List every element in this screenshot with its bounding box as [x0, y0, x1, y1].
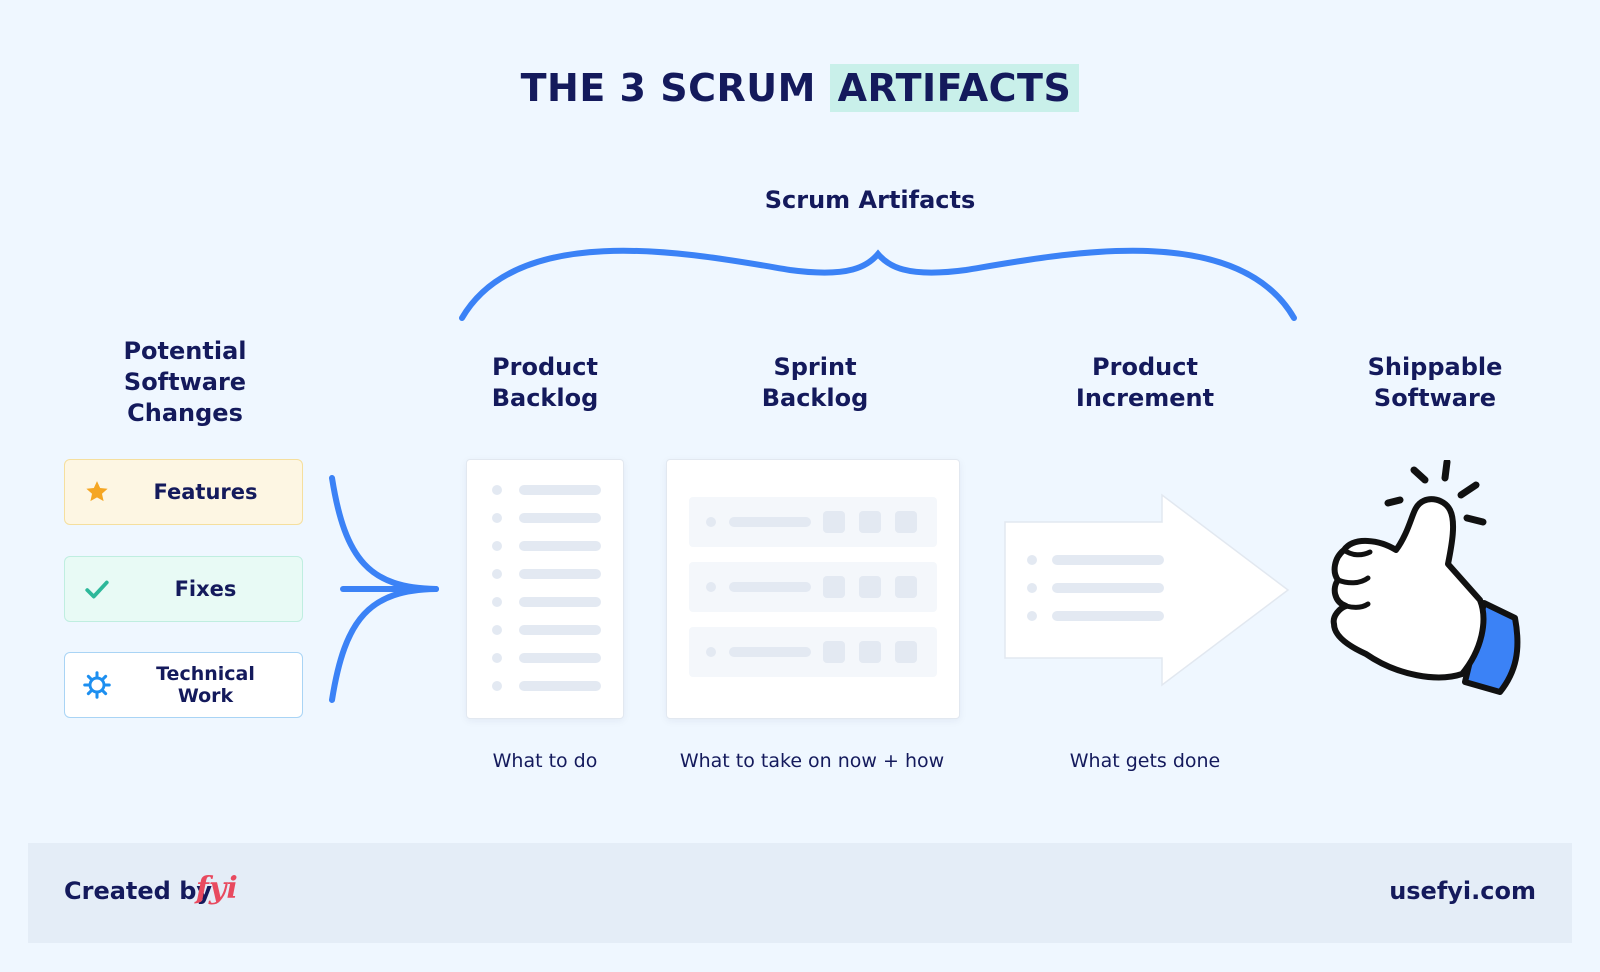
chip-fixes: Fixes [64, 556, 303, 622]
increment-arrow-illustration [1004, 493, 1290, 687]
created-by-text: Created by [64, 877, 213, 905]
chip-label: Technical Work [156, 663, 255, 707]
merge-arrow-bottom [329, 586, 439, 703]
sprint-rows-illustration [689, 497, 937, 677]
label-product-backlog: Product Backlog [491, 353, 599, 412]
caption-product-backlog: What to do [492, 750, 598, 772]
chip-features: Features [64, 459, 303, 525]
brand-logo: fyi [196, 871, 238, 906]
label-product-increment: Product Increment [1075, 353, 1215, 412]
label-shippable-software: Shippable Software [1367, 353, 1503, 412]
gear-icon [65, 671, 129, 699]
check-icon [65, 576, 129, 602]
star-icon [65, 479, 129, 505]
chip-label: Fixes [174, 577, 237, 601]
label-potential-changes: Potential Software Changes [123, 337, 247, 427]
sprint-backlog-card [666, 459, 960, 719]
site-url[interactable]: usefyi.com [1389, 877, 1536, 905]
label-sprint-backlog: Sprint Backlog [761, 353, 869, 412]
curly-brace [459, 247, 1297, 321]
caption-sprint-backlog: What to take on now + how [679, 750, 945, 772]
chip-technical-work: Technical Work [64, 652, 303, 718]
product-backlog-card [466, 459, 624, 719]
merge-arrow-top [329, 475, 439, 592]
thumbs-up-icon [1330, 460, 1521, 695]
footer: Created by fyi usefyi.com [28, 843, 1572, 943]
brace-label: Scrum Artifacts [764, 186, 976, 214]
page-title: THE 3 SCRUM ARTIFACTS [0, 64, 1600, 112]
caption-product-increment: What gets done [1069, 750, 1221, 772]
title-main: THE 3 SCRUM [520, 66, 816, 110]
backlog-list-illustration [492, 485, 601, 691]
chip-label: Features [153, 480, 258, 504]
title-highlight: ARTIFACTS [829, 64, 1080, 112]
